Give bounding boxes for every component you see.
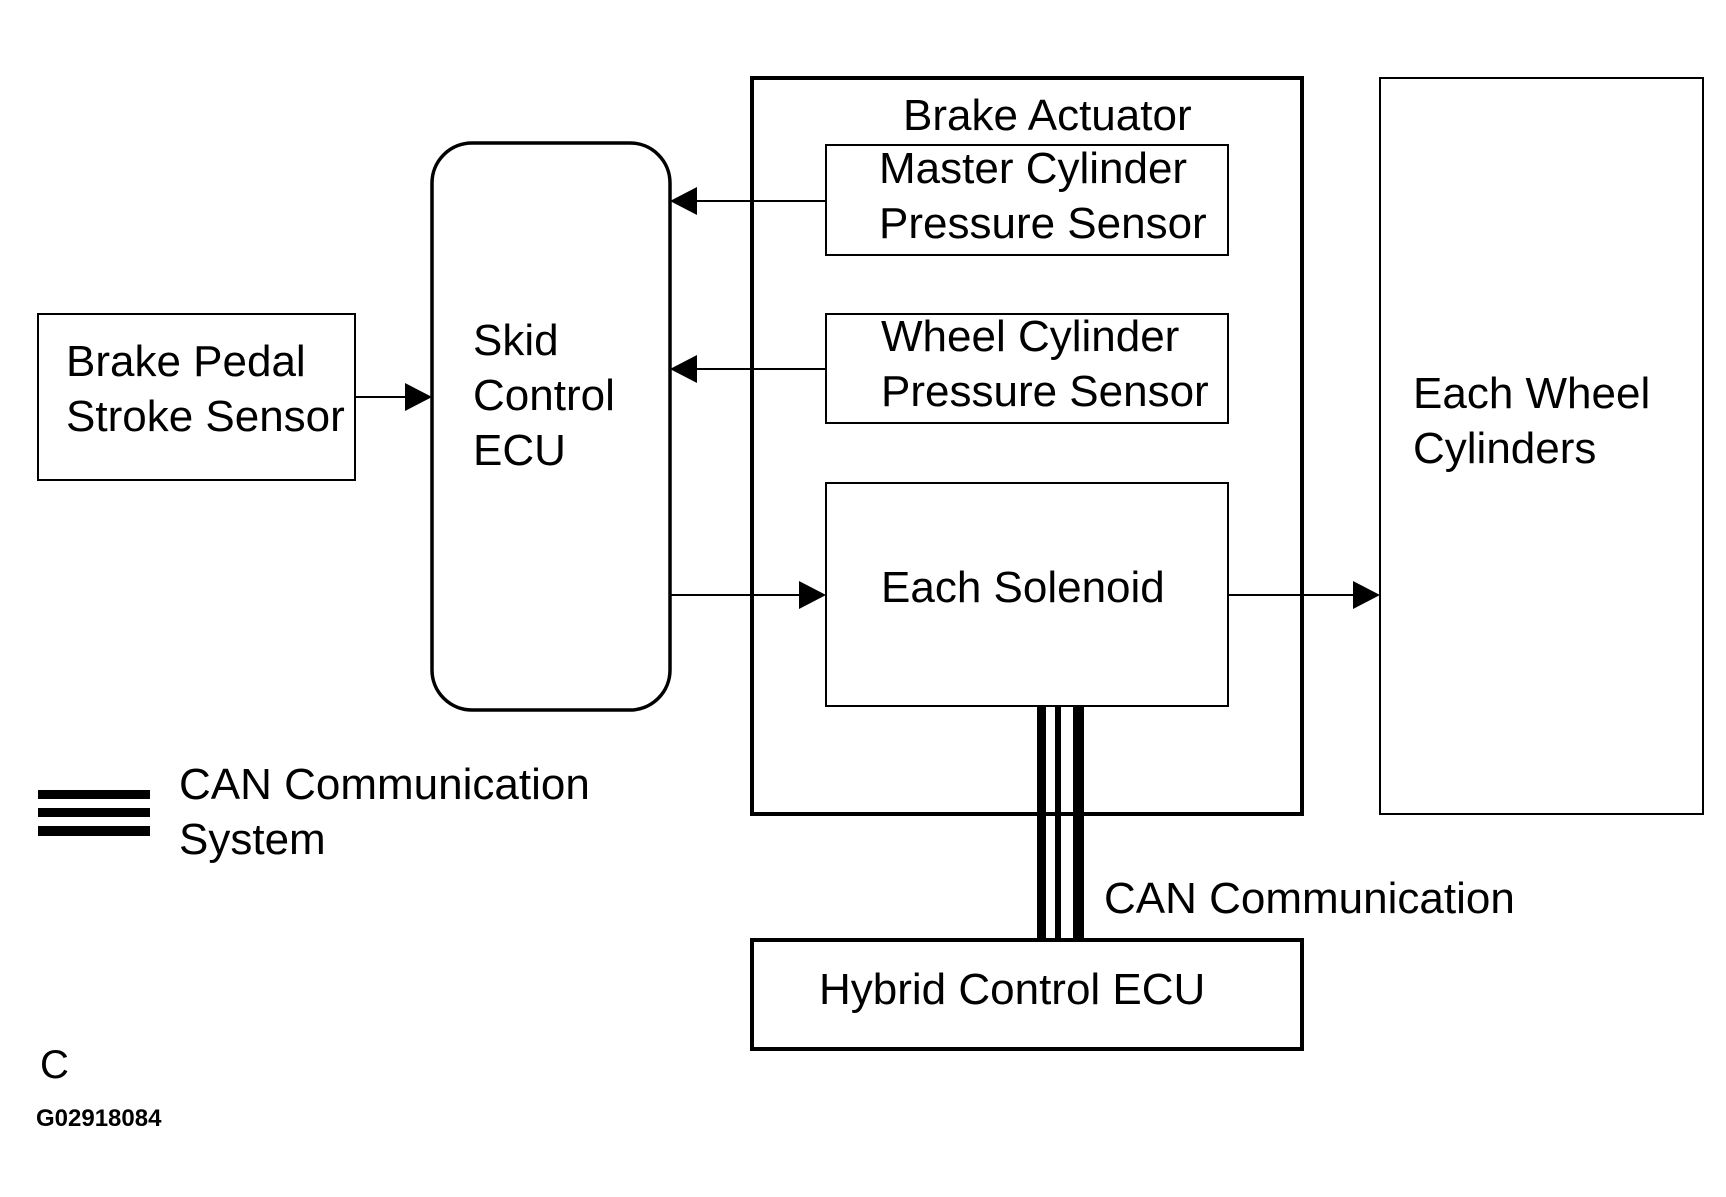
can-bus-lines	[1037, 706, 1084, 940]
wheel-cylinder-sensor-label: Wheel Cylinder Pressure Sensor	[881, 312, 1209, 416]
arrow-ecu-to-solenoid	[670, 581, 826, 609]
skid-control-ecu-label: Skid Control ECU	[473, 316, 615, 475]
each-wheel-cylinders-label: Each Wheel Cylinders	[1413, 369, 1651, 473]
each-solenoid-label: Each Solenoid	[881, 563, 1165, 612]
brake-pedal-sensor-label: Brake Pedal Stroke Sensor	[66, 337, 345, 441]
master-cylinder-sensor-label: Master Cylinder Pressure Sensor	[879, 144, 1207, 248]
legend-can-symbol	[38, 790, 150, 836]
legend-label: CAN Communication System	[179, 760, 590, 864]
arrow-wheel-sensor-to-ecu	[670, 355, 826, 383]
brake-actuator-box	[750, 76, 1304, 816]
hybrid-control-ecu-box	[750, 938, 1304, 1051]
can-bus-label: CAN Communication	[1104, 874, 1515, 923]
footer-letter: C	[40, 1043, 69, 1087]
skid-control-ecu-box	[430, 141, 672, 712]
figure-code: G02918084	[36, 1105, 162, 1132]
brake-actuator-title: Brake Actuator	[903, 91, 1192, 140]
each-wheel-cylinders-box	[1379, 77, 1704, 815]
hybrid-control-ecu-label: Hybrid Control ECU	[819, 965, 1206, 1014]
arrow-solenoid-to-wheel-cylinders	[1228, 581, 1380, 609]
arrow-pedal-to-ecu	[355, 383, 432, 411]
arrow-master-sensor-to-ecu	[670, 187, 826, 215]
